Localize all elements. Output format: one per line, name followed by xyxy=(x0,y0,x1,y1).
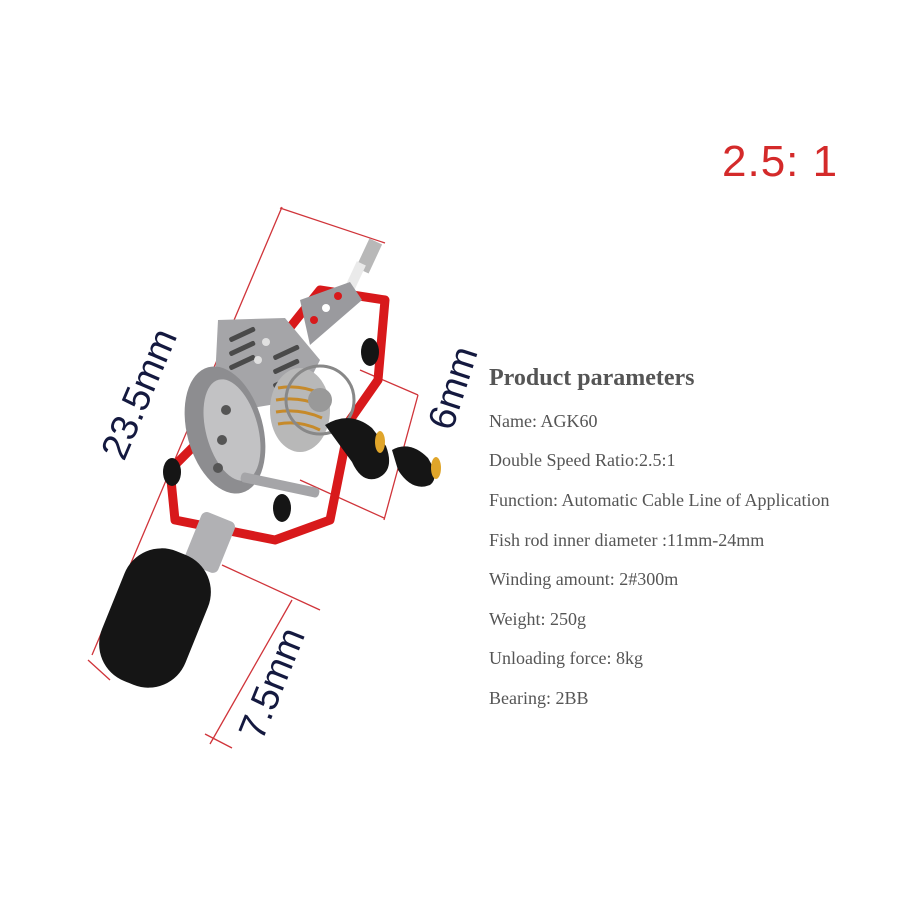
param-bearing: Bearing: 2BB xyxy=(489,687,589,708)
reel-illustration xyxy=(99,238,441,688)
param-winding-amount: Winding amount: 2#300m xyxy=(489,569,679,590)
param-name: Name: AGK60 xyxy=(489,410,598,431)
param-unloading-force: Unloading force: 8kg xyxy=(489,648,643,669)
dimension-length-label: 23.5mm xyxy=(94,323,186,466)
param-rod-diameter: Fish rod inner diameter :11mm-24mm xyxy=(489,529,765,550)
param-speed-ratio: Double Speed Ratio:2.5:1 xyxy=(489,450,676,471)
speed-ratio-badge: 2.5: 1 xyxy=(722,137,839,186)
params-title: Product parameters xyxy=(489,365,695,391)
param-weight: Weight: 250g xyxy=(489,608,587,629)
dimension-knob-label: 6mm xyxy=(421,341,487,434)
product-parameters: Product parameters Name: AGK60 Double Sp… xyxy=(489,364,829,728)
param-function: Function: Automatic Cable Line of Applic… xyxy=(489,489,830,510)
